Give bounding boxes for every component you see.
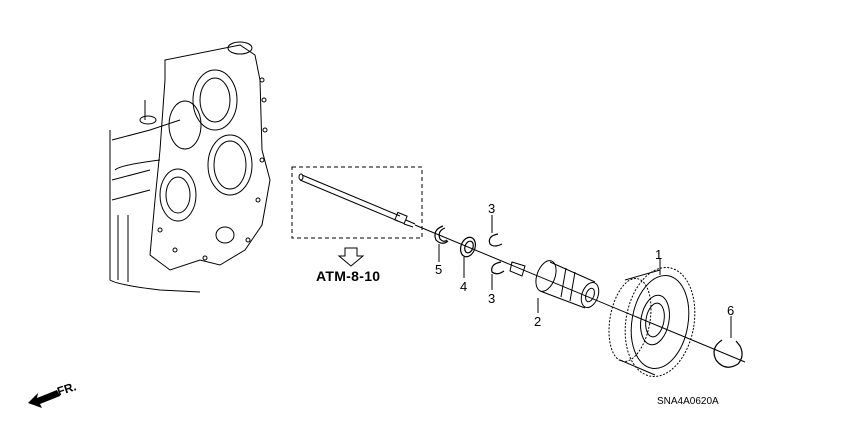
front-direction-arrow-icon [28, 390, 60, 408]
callout-6[interactable]: 6 [727, 303, 735, 318]
part-3-rings [488, 233, 505, 275]
part-4-washer [459, 236, 477, 258]
shaft-part [298, 173, 416, 228]
part-2-shaft [509, 260, 600, 309]
callout-1[interactable]: 1 [655, 247, 663, 262]
reference-box [291, 166, 423, 239]
transmission-case [109, 41, 271, 293]
part-6-snap-ring [713, 339, 743, 368]
leader-lines [438, 215, 732, 338]
callout-5[interactable]: 5 [435, 262, 443, 277]
callout-4[interactable]: 4 [460, 279, 468, 294]
assembly-axis [414, 224, 746, 363]
callout-2[interactable]: 2 [534, 314, 542, 329]
reference-link-atm[interactable]: ATM-8-10 [316, 268, 381, 284]
part-5-snap-ring [434, 225, 449, 244]
callout-3-lower[interactable]: 3 [488, 291, 496, 306]
part-1-gear [608, 267, 696, 377]
callout-3-upper[interactable]: 3 [488, 201, 496, 216]
diagram-code: SNA4A0620A [657, 396, 719, 407]
reference-arrow-icon [337, 247, 365, 267]
